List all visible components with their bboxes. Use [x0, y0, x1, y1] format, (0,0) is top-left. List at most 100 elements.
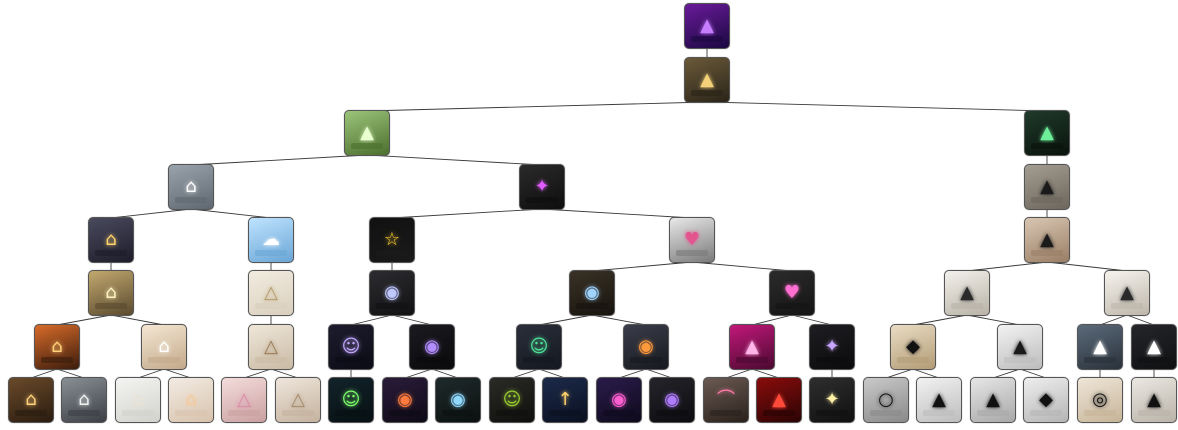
tree-node-n24[interactable]: ☺ [516, 324, 562, 370]
tree-node-n30[interactable]: ▲ [1077, 324, 1123, 370]
tree-node-n13[interactable]: △ [248, 270, 294, 316]
tree-node-n10[interactable]: ♥ [669, 217, 715, 263]
tree-node-n7[interactable]: ⌂ [88, 217, 134, 263]
tree-node-n43[interactable]: ◉ [596, 377, 642, 423]
tree-node-n36[interactable]: △ [221, 377, 267, 423]
edge-n5-n9 [391, 208, 543, 219]
bulb-neon-icon: ♥ [783, 282, 801, 303]
tree-node-n53[interactable]: ▲ [1131, 377, 1177, 423]
edge-n5-n10 [541, 208, 693, 219]
tree-node-n45[interactable]: ⌒ [703, 377, 749, 423]
edge-n11-n18 [1046, 261, 1128, 272]
tree-node-n18[interactable]: ▲ [1104, 270, 1150, 316]
tree-node-n11[interactable]: ▲ [1024, 217, 1070, 263]
tree-node-n35[interactable]: ⌂ [168, 377, 214, 423]
ufo-sign-icon: ◉ [384, 282, 400, 303]
tree-node-n12[interactable]: ⌂ [88, 270, 134, 316]
tree-node-n17[interactable]: ▲ [944, 270, 990, 316]
edge-n12-n19 [56, 314, 112, 326]
tree-node-n19[interactable]: ⌂ [34, 324, 80, 370]
furniture-shape [897, 357, 929, 363]
mountain-panel-icon: ▲ [986, 389, 1000, 410]
tree-node-n0[interactable]: ▲ [684, 3, 730, 49]
tree-node-n5[interactable]: ✦ [519, 164, 565, 210]
tree-node-n15[interactable]: ◉ [569, 270, 615, 316]
furniture-shape [175, 410, 207, 416]
tree-node-n33[interactable]: ⌂ [61, 377, 107, 423]
tree-node-n28[interactable]: ◆ [890, 324, 936, 370]
tree-node-n37[interactable]: △ [275, 377, 321, 423]
tree-node-n51[interactable]: ◆ [1023, 377, 1069, 423]
tree-node-n46[interactable]: ▲ [756, 377, 802, 423]
unicorn-neon-icon: ✦ [824, 336, 840, 357]
furniture-shape [603, 410, 635, 416]
edge-n19-n32 [30, 368, 58, 379]
edge-n18-n31 [1126, 314, 1155, 326]
tree-node-n8[interactable]: ☁ [248, 217, 294, 263]
tree-node-n6[interactable]: ▲ [1024, 164, 1070, 210]
furniture-shape [376, 250, 408, 256]
edge-n14-n23 [391, 314, 433, 326]
tree-node-n14[interactable]: ◉ [369, 270, 415, 316]
bedside-lamp-icon: ⌂ [158, 336, 170, 357]
ufo-lounge-icon: ◉ [664, 389, 680, 410]
tree-node-n41[interactable]: ☺ [489, 377, 535, 423]
tree-node-n22[interactable]: ☺ [328, 324, 374, 370]
tree-node-n23[interactable]: ◉ [409, 324, 455, 370]
tree-node-n49[interactable]: ▲ [916, 377, 962, 423]
edge-n10-n16 [691, 261, 793, 272]
furniture-shape [1138, 357, 1170, 363]
forest-brick-icon: ▲ [1040, 229, 1054, 250]
tree-node-n25[interactable]: ◉ [623, 324, 669, 370]
edge-n12-n20 [110, 314, 165, 326]
tree-node-n50[interactable]: ▲ [970, 377, 1016, 423]
tree-node-n4[interactable]: ⌂ [168, 164, 214, 210]
bike-mountain-icon: ◎ [1092, 389, 1108, 410]
tree-node-n9[interactable]: ☆ [369, 217, 415, 263]
edge-n17-n28 [912, 314, 968, 326]
alien-neon-icon: ☺ [529, 336, 549, 357]
tree-node-n40[interactable]: ◉ [435, 377, 481, 423]
furniture-shape [376, 303, 408, 309]
furniture-shape [526, 197, 558, 203]
tree-node-n26[interactable]: ▲ [729, 324, 775, 370]
tree-node-n20[interactable]: ⌂ [141, 324, 187, 370]
pink-canopy-icon: △ [237, 389, 251, 410]
tree-node-n16[interactable]: ♥ [769, 270, 815, 316]
alien-head-icon: ☺ [502, 389, 522, 410]
tree-node-n38[interactable]: ☺ [328, 377, 374, 423]
furniture-shape [1138, 410, 1170, 416]
ufo-room-icon: ◉ [450, 389, 466, 410]
cloud-lamp-icon: ⌂ [185, 176, 197, 197]
edge-n25-n43 [618, 368, 647, 379]
tree-node-n42[interactable]: ↑ [542, 377, 588, 423]
edge-n21-n36 [243, 368, 272, 379]
tree-node-n31[interactable]: ▲ [1131, 324, 1177, 370]
edge-n23-n39 [404, 368, 433, 379]
tree-node-n39[interactable]: ◉ [382, 377, 428, 423]
tree-node-n3[interactable]: ▲ [1024, 110, 1070, 156]
tree-node-n29[interactable]: ▲ [997, 324, 1043, 370]
furniture-shape [736, 357, 768, 363]
tree-node-n44[interactable]: ◉ [649, 377, 695, 423]
tree-node-n52[interactable]: ◎ [1077, 377, 1123, 423]
furniture-shape [175, 197, 207, 203]
furniture-shape [255, 303, 287, 309]
tree-node-n32[interactable]: ⌂ [8, 377, 54, 423]
tree-node-n48[interactable]: ○ [863, 377, 909, 423]
furniture-shape [228, 410, 260, 416]
tree-node-n34[interactable]: ⌂ [115, 377, 161, 423]
furniture-shape [1030, 410, 1062, 416]
furniture-shape [442, 410, 474, 416]
furniture-shape [763, 410, 795, 416]
tree-node-n27[interactable]: ✦ [809, 324, 855, 370]
edge-n20-n34 [137, 368, 165, 379]
kids-tent-icon: △ [264, 336, 278, 357]
edge-n28-n48 [885, 368, 914, 379]
tree-node-n47[interactable]: ✦ [809, 377, 855, 423]
tree-node-n1[interactable]: ▲ [684, 57, 730, 103]
tree-node-n21[interactable]: △ [248, 324, 294, 370]
tree-node-n2[interactable]: ▲ [344, 110, 390, 156]
